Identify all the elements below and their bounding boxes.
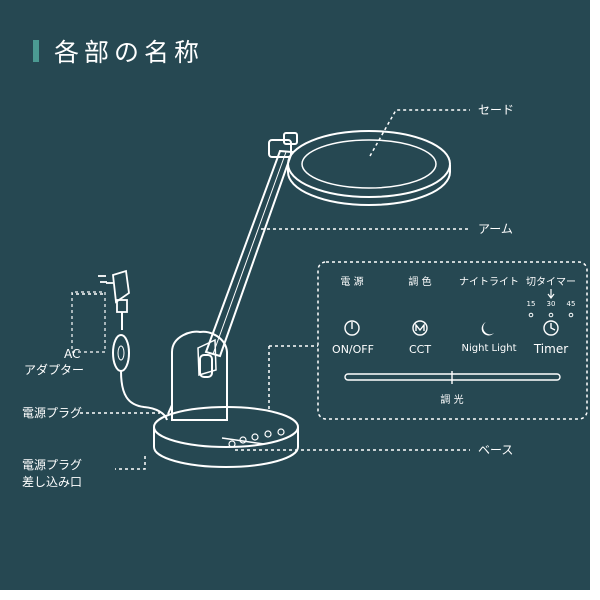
leader-shade (369, 109, 470, 157)
label-plug-socket-line2: 差し込み口 (22, 475, 83, 489)
control-dimmer-label: 調 光 (440, 395, 464, 406)
control-timer-label: Timer (533, 342, 569, 356)
control-timer-heading: 切タイマー (526, 277, 576, 288)
control-panel-frame (317, 261, 588, 420)
label-shade: セード (478, 103, 515, 117)
cable-to-base (120, 370, 168, 421)
shade-ring (287, 130, 451, 206)
power-icon (344, 320, 360, 336)
lamp-base (153, 406, 299, 468)
control-power-heading: 電 源 (340, 277, 364, 288)
label-ac-adapter-line1: AC (64, 347, 81, 361)
leader-adapter-box (71, 291, 106, 353)
timer-arrow-icon (547, 289, 555, 299)
shade-joint (268, 139, 292, 158)
moon-icon (481, 322, 494, 336)
timer-step-45: 45 (566, 300, 576, 308)
ac-adapter (98, 269, 130, 313)
label-plug-socket-line1: 電源プラグ (22, 458, 83, 472)
cable-coil (112, 334, 130, 372)
diagram-canvas: 各部の名称 (0, 0, 590, 590)
title-accent-bar (33, 40, 39, 62)
timer-indicators (528, 312, 574, 318)
arm (204, 149, 294, 358)
page-title: 各部の名称 (54, 38, 205, 67)
control-power-label: ON/OFF (332, 343, 374, 356)
control-night-heading: ナイトライト (459, 277, 519, 288)
timer-step-15: 15 (526, 300, 536, 308)
timer-step-30: 30 (546, 300, 556, 308)
control-color-label: CCT (408, 343, 432, 356)
label-power-plug: 電源プラグ (22, 406, 83, 420)
base-buttons (228, 428, 285, 448)
leader-socket (115, 456, 146, 470)
label-base: ベース (478, 443, 514, 457)
dimmer-slider (344, 371, 561, 384)
label-arm: アーム (478, 222, 513, 236)
clock-icon (543, 320, 559, 336)
control-color-heading: 調 色 (408, 277, 432, 288)
label-ac-adapter-line2: アダプター (24, 363, 85, 377)
lamp-column (171, 330, 228, 421)
m-circle-icon (412, 320, 428, 336)
lamp-illustration (71, 109, 588, 470)
control-night-label: Night Light (461, 343, 517, 354)
